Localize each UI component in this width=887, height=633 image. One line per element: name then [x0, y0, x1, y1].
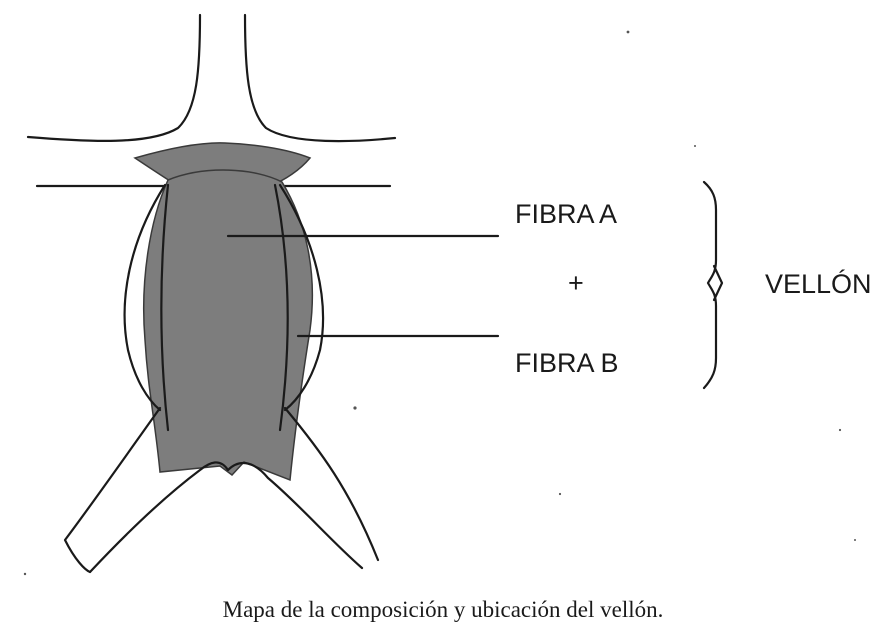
brace-tip [714, 266, 722, 300]
label-fiber-b: FIBRA B [515, 348, 619, 378]
label-fleece: VELLÓN [765, 268, 872, 299]
animal-neck-outline [28, 15, 395, 141]
label-plus: + [568, 268, 584, 298]
figure-caption: Mapa de la composición y ubicación del v… [223, 597, 664, 622]
brace-bracket [704, 182, 716, 388]
label-fiber-a: FIBRA A [515, 199, 617, 229]
